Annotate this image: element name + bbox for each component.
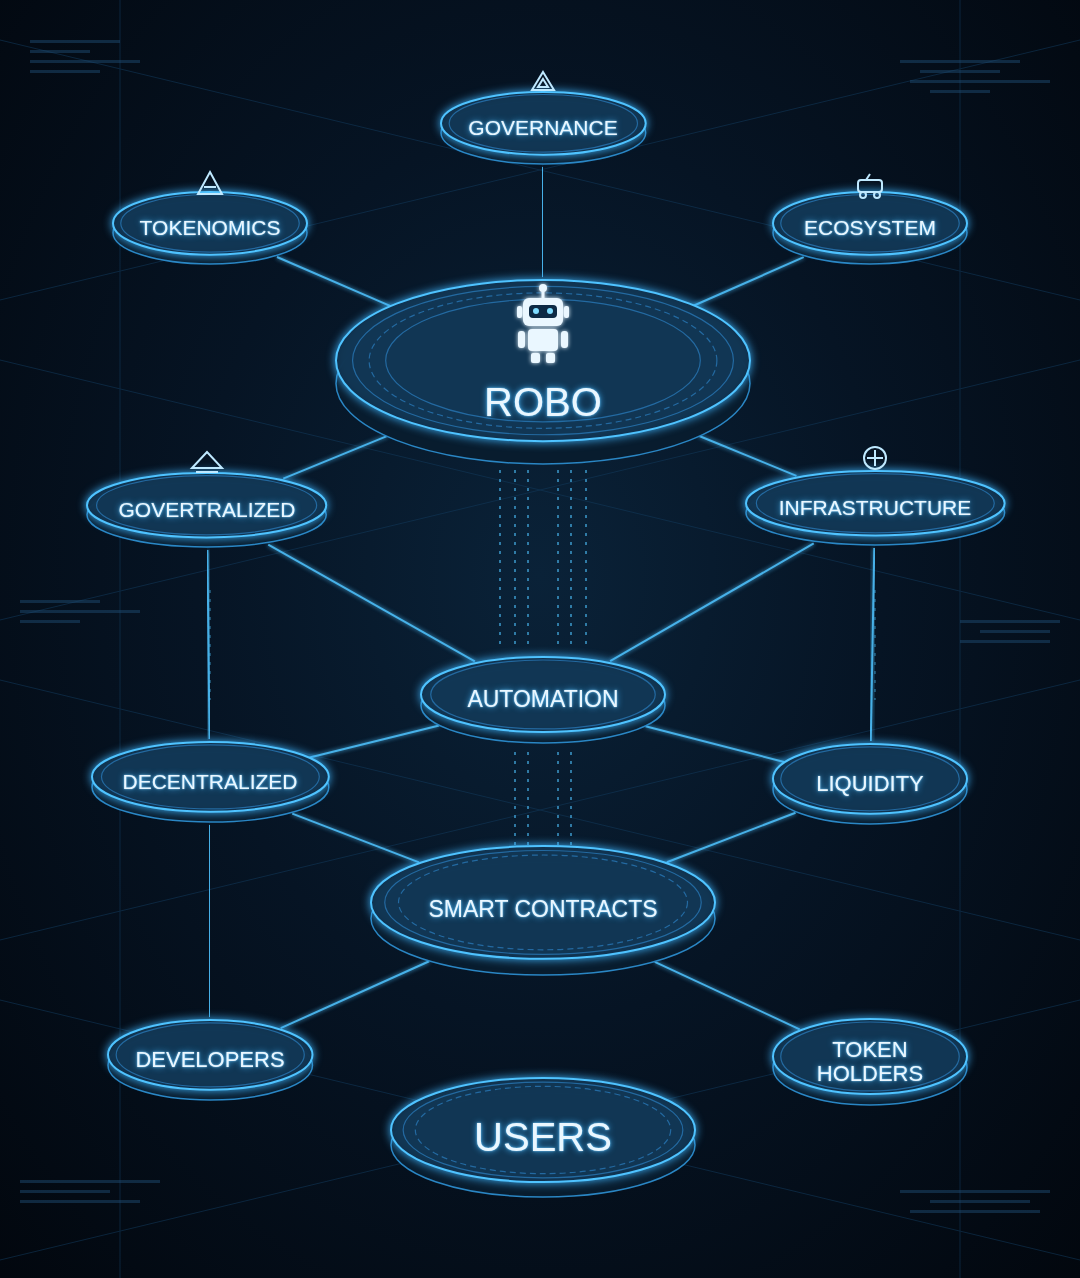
infrastructure-icon — [864, 447, 886, 469]
smart-contracts-node: SMART CONTRACTS — [368, 843, 718, 978]
governance-icon — [532, 72, 554, 90]
disc-ring — [781, 1022, 959, 1091]
disc-top — [371, 846, 715, 959]
connector-group — [207, 167, 874, 1075]
disc-ring — [399, 855, 688, 950]
connector-line — [542, 746, 544, 843]
disc-top — [87, 473, 326, 537]
tokenomics-node: TOKENOMICS — [110, 189, 310, 267]
disc-ring — [101, 745, 319, 809]
node-label: DEVELOPERS — [135, 1048, 284, 1072]
govertralized-icon — [192, 452, 222, 472]
disc-ring — [431, 660, 655, 729]
node-label: DECENTRALIZED — [122, 770, 297, 793]
token-holders-node: TOKEN HOLDERS — [770, 1016, 970, 1108]
connector-line — [283, 436, 387, 479]
disc-top — [108, 1020, 312, 1090]
disc-top — [421, 657, 665, 732]
connector-line — [310, 726, 439, 758]
liquidity-node: LIQUIDITY — [770, 741, 970, 827]
users-node: USERS — [388, 1075, 698, 1200]
connector-line — [542, 978, 544, 1075]
node-label: ROBO — [484, 380, 602, 424]
disc-ring — [756, 474, 994, 533]
connector-line — [655, 962, 800, 1029]
code-texture — [20, 40, 1060, 1213]
robot-icon — [517, 284, 569, 363]
disc-top — [746, 471, 1005, 535]
disc-ring — [781, 747, 959, 811]
connector-line — [699, 436, 797, 476]
ecosystem-node: ECOSYSTEM — [770, 189, 970, 267]
core-node: ROBO — [333, 277, 753, 467]
disc-ring — [449, 95, 637, 153]
connector-line — [667, 813, 796, 863]
node-label: ECOSYSTEM — [804, 216, 936, 239]
connector-line — [542, 167, 544, 277]
govertralized-node: GOVERTRALIZED — [84, 470, 329, 550]
disc-top — [441, 92, 646, 155]
node-label: AUTOMATION — [467, 687, 618, 712]
connector-line — [292, 814, 419, 863]
disc-top — [113, 192, 307, 255]
connector-line — [693, 257, 803, 306]
connector-line — [268, 545, 475, 662]
connector-line — [209, 825, 211, 1017]
disc-ring — [781, 195, 959, 253]
disc-ring — [385, 850, 701, 954]
governance-node: GOVERNANCE — [438, 89, 649, 167]
disc-top — [773, 192, 967, 255]
node-label: LIQUIDITY — [816, 772, 924, 796]
connector-line — [871, 548, 874, 741]
connector-line — [645, 726, 784, 762]
infrastructure-node: INFRASTRUCTURE — [743, 468, 1008, 548]
tokenomics-icon — [198, 172, 222, 194]
disc-outline — [333, 277, 753, 467]
disc-ring — [116, 1023, 304, 1087]
connector-line — [610, 543, 814, 661]
connector-line — [277, 257, 391, 306]
connector-line — [207, 550, 209, 739]
disc-ring — [121, 195, 299, 253]
decentralized-node: DECENTRALIZED — [89, 739, 332, 825]
developers-node: DEVELOPERS — [105, 1017, 315, 1103]
node-label: USERS — [474, 1115, 612, 1159]
disc-top — [391, 1078, 695, 1182]
node-label: INFRASTRUCTURE — [779, 496, 972, 519]
node-label: GOVERTRALIZED — [118, 498, 295, 521]
disc-top — [773, 744, 967, 814]
node-label: GOVERNANCE — [468, 116, 617, 139]
disc-top — [773, 1019, 967, 1094]
disc-ring — [353, 286, 734, 434]
ecosystem-icon — [858, 174, 882, 198]
disc-ring — [369, 293, 717, 428]
disc-top — [336, 280, 750, 441]
disc-ring — [415, 1086, 670, 1173]
disc-ring — [97, 476, 317, 535]
connector-line — [542, 467, 544, 654]
node-label: TOKEN HOLDERS — [805, 1038, 935, 1086]
connector-line — [869, 827, 871, 1016]
node-label: SMART CONTRACTS — [428, 897, 657, 922]
connector-line — [281, 961, 429, 1028]
disc-top — [92, 742, 329, 812]
node-label: TOKENOMICS — [140, 216, 281, 239]
automation-node: AUTOMATION — [418, 654, 668, 746]
disc-ring — [403, 1082, 683, 1178]
